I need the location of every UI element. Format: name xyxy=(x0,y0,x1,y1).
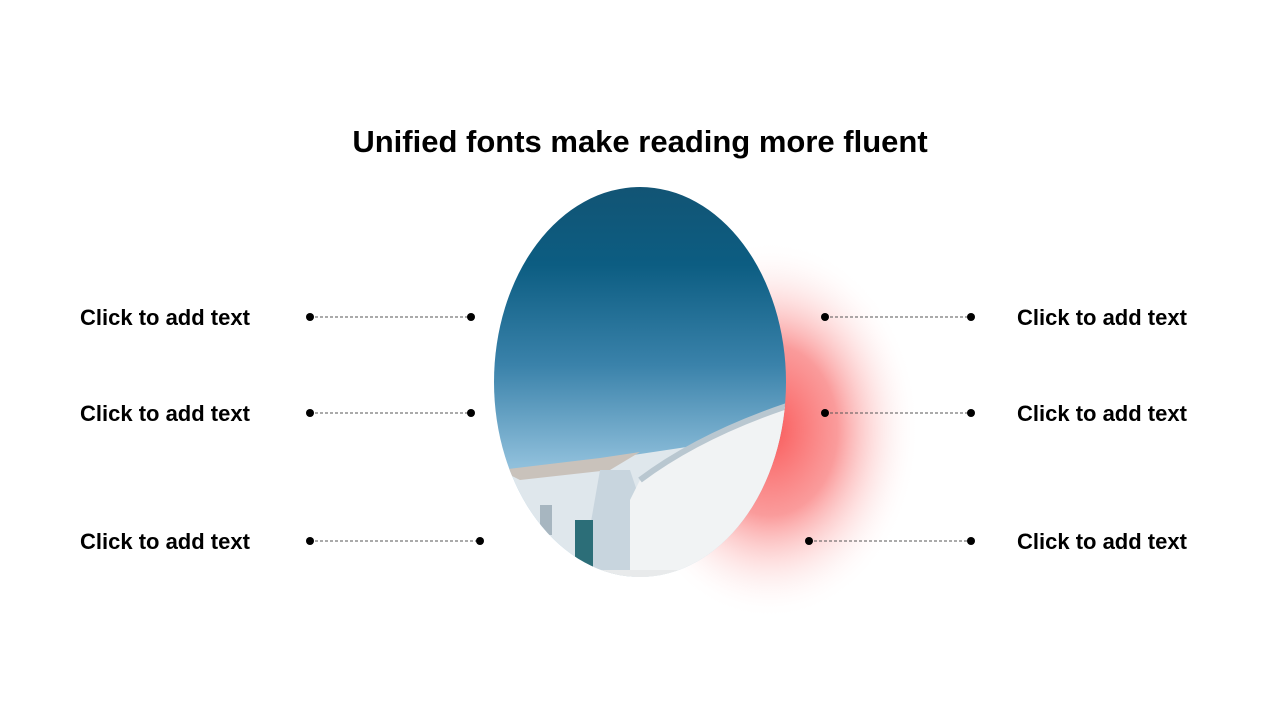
left-text-3[interactable]: Click to add text xyxy=(80,529,250,554)
right-text-2[interactable]: Click to add text xyxy=(1017,401,1187,426)
slide-title[interactable]: Unified fonts make reading more fluent xyxy=(352,124,928,159)
connector-dots xyxy=(306,313,975,545)
left-text-2[interactable]: Click to add text xyxy=(80,401,250,426)
right-text-1[interactable]: Click to add text xyxy=(1017,305,1187,330)
right-text-3[interactable]: Click to add text xyxy=(1017,529,1187,554)
left-text-1[interactable]: Click to add text xyxy=(80,305,250,330)
right-connectors xyxy=(809,316,971,542)
left-connectors xyxy=(310,316,480,542)
